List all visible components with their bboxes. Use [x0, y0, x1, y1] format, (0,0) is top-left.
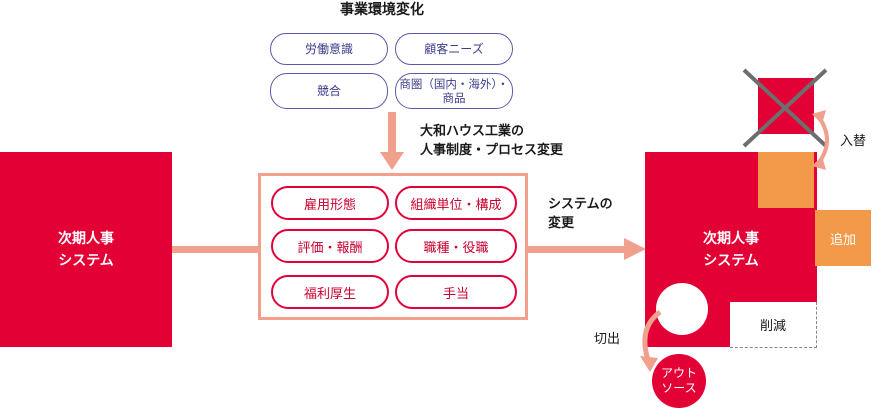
replacement-square — [758, 152, 814, 208]
swap-arrow-icon — [812, 110, 829, 170]
change-item-evaluation: 評価・報酬 — [271, 229, 389, 263]
cutout-label: 切出 — [594, 332, 621, 347]
env-item-labor: 労働意識 — [270, 33, 388, 65]
right-arrow — [528, 238, 646, 260]
added-square: 追加 — [815, 210, 871, 266]
change-item-employment: 雇用形態 — [271, 186, 389, 220]
add-label: 追加 — [829, 232, 856, 248]
cross-icon — [742, 68, 828, 148]
cutout-circle — [656, 283, 708, 335]
env-item-market: 商圏（国内・海外）・ 商品 — [395, 73, 513, 109]
replace-label: 入替 — [840, 134, 867, 149]
cutout-arrow — [640, 309, 662, 372]
left-next-hr-system: 次期人事 システム — [0, 152, 172, 347]
reduce-label: 削減 — [759, 319, 786, 334]
outsource-circle: アウト ソース — [652, 354, 706, 408]
change-item-welfare: 福利厚生 — [271, 275, 389, 309]
change-item-allowance: 手当 — [395, 275, 517, 309]
env-item-customer: 顧客ニーズ — [395, 33, 513, 65]
reduced-box: 削減 — [730, 302, 817, 348]
connector-line — [172, 246, 260, 253]
diagram-title: 事業環境変化 — [340, 2, 424, 18]
down-arrow — [380, 112, 404, 170]
env-item-competition: 競合 — [270, 73, 388, 109]
change-item-organization: 組織単位・構成 — [395, 186, 517, 220]
company-change-label: 大和ハウス工業の 人事制度・プロセス変更 — [420, 124, 564, 158]
change-item-job-title: 職種・役職 — [395, 229, 517, 263]
system-change-label: システムの 変更 — [548, 197, 613, 231]
